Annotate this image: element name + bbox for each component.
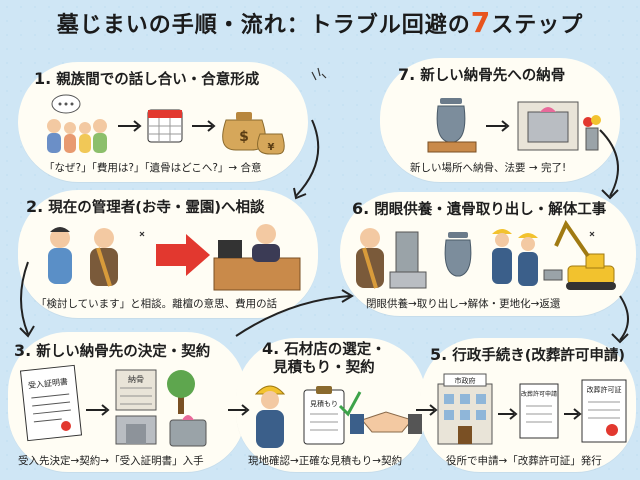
title-main: 墓じまいの手順・流れ：トラブル回避の — [56, 13, 471, 38]
step-7-title: 7. 新しい納骨先への納骨 — [398, 65, 566, 84]
step-3-illustration: 受入証明書 納骨 — [20, 364, 207, 447]
step-6-title: 6. 閉眼供養・遺骨取り出し・解体工事 — [352, 199, 607, 218]
sparkle-icons — [139, 67, 595, 237]
estimate-label: 見積もり — [310, 399, 338, 408]
step-4-title: 4. 石材店の選定・ 見積もり・契約 — [262, 339, 386, 377]
step-5-illustration: 市政府 改葬許可申請 改葬許可証 — [437, 373, 627, 445]
step-1-title: 1. 親族間での話し合い・合意形成 — [34, 69, 260, 88]
permit-label: 改葬許可証 — [587, 385, 622, 394]
certificate-document-icon: 受入証明書 — [20, 364, 83, 442]
application-form-icon: 改葬許可申請 — [519, 383, 559, 439]
step-7-card — [380, 58, 620, 182]
memorial-stone-icon — [169, 415, 207, 447]
title-suffix: ステップ — [491, 13, 584, 38]
step-2-illustration — [48, 224, 301, 291]
monk-icon — [90, 228, 118, 287]
construction-workers-icon — [492, 229, 563, 286]
city-hall-label: 市政府 — [455, 376, 476, 385]
step-3-caption: 受入先決定→契約→「受入証明書」入手 — [18, 455, 204, 467]
application-label: 改葬許可申請 — [521, 390, 557, 398]
stonemason-worker-icon — [254, 385, 286, 448]
title-number: 7 — [470, 6, 492, 39]
step-6-illustration — [356, 220, 616, 290]
estimate-clipboard-icon: 見積もり — [303, 386, 362, 445]
tree-icon — [167, 370, 195, 414]
calendar-icon — [147, 109, 183, 143]
permit-document-icon: 改葬許可証 — [581, 379, 627, 443]
step-4-illustration: 見積もり — [254, 385, 422, 448]
step-1-caption: 「なぜ?」「費用は?」「遺骨はどこへ?」→ 合意 — [44, 162, 262, 174]
step-7-caption: 新しい場所へ納骨、法要 → 完了! — [410, 162, 567, 174]
money-bag-icon: $ ¥ — [222, 112, 285, 155]
step-3-title: 3. 新しい納骨先の決定・契約 — [14, 341, 211, 360]
step-5-caption: 役所で申請→「改葬許可証」発行 — [446, 455, 602, 467]
step-5-title: 5. 行政手続き(改葬許可申請) — [430, 345, 626, 364]
step-2-caption: 「検討しています」と相談。離檀の意思、費用の話 — [36, 298, 278, 310]
city-hall-icon: 市政府 — [437, 373, 493, 445]
urn-on-altar-icon — [427, 98, 477, 153]
ossuary-building-icon: 納骨 — [115, 369, 157, 445]
family-group-icon — [47, 94, 107, 153]
ossuary-tag: 納骨 — [128, 374, 144, 384]
handshake-icon — [350, 411, 422, 434]
excavator-icon — [554, 220, 616, 290]
step-1-illustration: $ ¥ — [47, 94, 285, 155]
svg-text:¥: ¥ — [268, 142, 275, 153]
gravestone-icon — [389, 231, 427, 289]
svg-text:$: $ — [239, 129, 249, 145]
step-7-illustration — [427, 98, 601, 153]
flower-vase-icon — [583, 115, 601, 151]
acceptance-cert-label: 受入証明書 — [28, 376, 69, 390]
page-title: 墓じまいの手順・流れ：トラブル回避の7ステップ — [0, 6, 640, 39]
cemetery-manager-icon — [213, 224, 301, 291]
step-4-caption: 現地確認→正確な見積もり→契約 — [248, 455, 403, 467]
step-6-caption: 閉眼供養→取り出し→解体・更地化→返還 — [366, 298, 561, 310]
urn-icon — [444, 232, 472, 277]
new-ossuary-icon — [517, 101, 579, 151]
monk-praying-icon — [356, 228, 384, 289]
person-consulting-icon — [48, 227, 72, 284]
step-2-title: 2. 現在の管理者(お寺・霊園)へ相談 — [26, 197, 265, 216]
